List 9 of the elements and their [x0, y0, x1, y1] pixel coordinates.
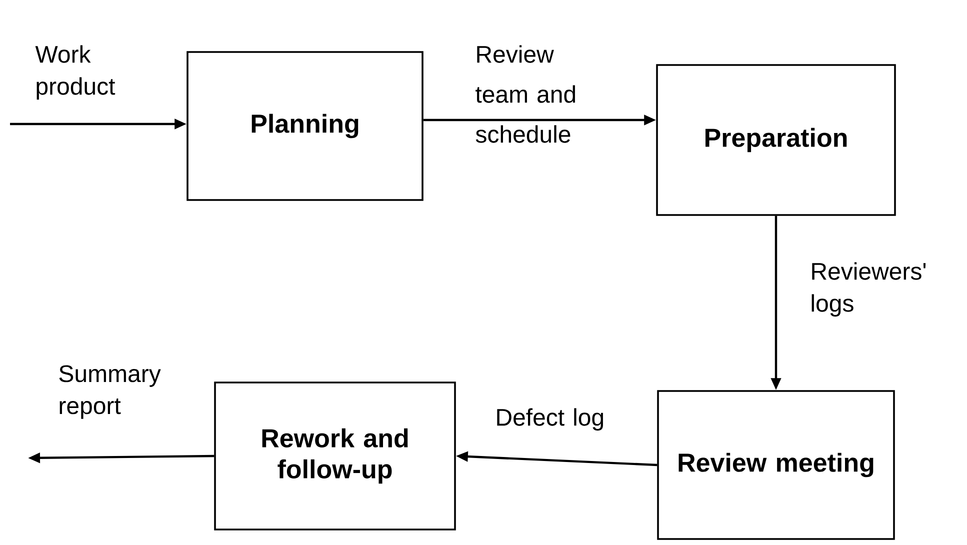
- process-box: Review meeting: [657, 390, 895, 540]
- edge-label: Work product: [35, 45, 116, 100]
- edge-label: Reviewers' logs: [812, 262, 926, 317]
- edge-label: Summary report: [59, 365, 161, 419]
- process-box: Planning: [186, 51, 424, 201]
- process-box: Preparation: [656, 64, 896, 216]
- edge-label: Review team and schedule: [476, 45, 576, 143]
- edge-label: Defect log: [497, 408, 604, 431]
- process-box: Rework and follow-up: [214, 382, 456, 530]
